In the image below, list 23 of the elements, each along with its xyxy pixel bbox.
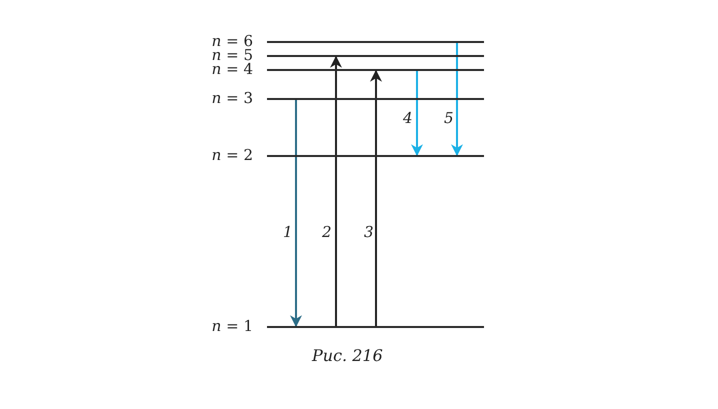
transition-arrow xyxy=(370,70,382,326)
energy-level-line xyxy=(267,98,484,100)
level-label: n = 1 xyxy=(212,318,253,334)
energy-level-line xyxy=(267,326,484,328)
energy-level-line xyxy=(267,41,484,43)
transition-number: 3 xyxy=(364,224,374,240)
transition-arrow xyxy=(290,100,302,328)
level-label: n = 2 xyxy=(212,147,253,163)
transition-number: 2 xyxy=(322,224,332,240)
transition-number: 1 xyxy=(283,224,293,240)
level-label: n = 5 xyxy=(212,47,253,63)
level-label: n = 3 xyxy=(212,90,253,106)
figure-caption: Рис. 216 xyxy=(312,346,383,365)
level-label: n = 6 xyxy=(212,33,253,49)
transition-arrow xyxy=(411,71,423,156)
energy-level-line xyxy=(267,55,484,57)
energy-level-line xyxy=(267,69,484,71)
transition-arrow xyxy=(330,56,342,326)
level-label: n = 4 xyxy=(212,61,253,77)
energy-level-line xyxy=(267,155,484,157)
transition-arrow xyxy=(451,43,463,156)
transition-number: 4 xyxy=(403,110,413,126)
transition-number: 5 xyxy=(444,110,454,126)
